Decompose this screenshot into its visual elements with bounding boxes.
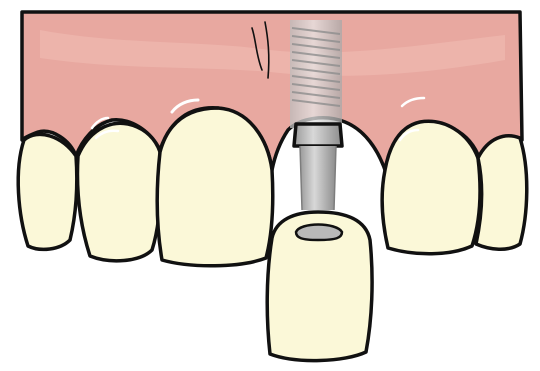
abutment-post (300, 146, 336, 210)
tooth-right-canine (476, 136, 527, 249)
tooth-left-canine (18, 134, 77, 249)
implant-crown (267, 212, 372, 361)
implant-abutment (294, 124, 342, 210)
tooth-right-lateral-incisor (382, 121, 480, 253)
tooth-left-lateral-incisor (78, 123, 161, 261)
abutment-collar (294, 124, 342, 146)
crown-socket (296, 225, 342, 241)
tooth-left-central-incisor (157, 108, 273, 266)
implant-fixture (290, 20, 342, 128)
